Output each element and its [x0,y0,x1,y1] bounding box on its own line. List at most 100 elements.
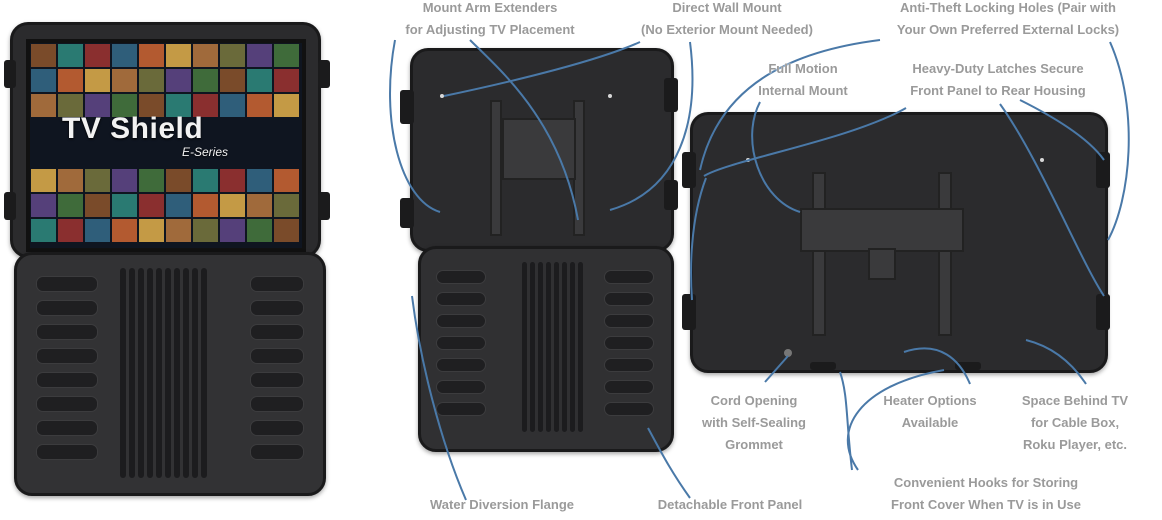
screen-photo-tile [139,69,164,92]
screen-photo-tile [220,194,245,217]
rear-cover-slot [36,300,98,316]
front-panel-slot [604,314,654,328]
rear-cover-slot [250,324,304,340]
front-panel-rib [522,262,527,432]
screen-photo-tile [112,169,137,192]
screen-photo-tile [193,194,218,217]
screen-photo-tile [112,44,137,67]
screen-photo-tile [85,44,110,67]
rear-cover-rib [138,268,144,478]
screen-photo-tile [193,94,218,117]
front-panel-rib [578,262,583,432]
interior-locking-hole-right [1040,158,1044,162]
screen-photo-tile [166,194,191,217]
screen-photo-tile [220,169,245,192]
screen-photo-tile [220,44,245,67]
screen-photo-tile [31,44,56,67]
front-panel-slot [604,380,654,394]
rear-cover-rib [183,268,189,478]
left-latch-bottom [4,192,16,220]
screen-photo-tile [193,44,218,67]
front-panel-rib [530,262,535,432]
front-panel-slot [436,336,486,350]
screen-photo-tile [139,169,164,192]
rear-cover-slot [36,348,98,364]
storage-hook-right [955,362,981,370]
screen-photo-tile [58,194,83,217]
rear-cover-slot [36,372,98,388]
screen-photo-tile [58,69,83,92]
screen-photo-tile [193,169,218,192]
label-full-motion-mount: Full Motion Internal Mount [758,61,848,98]
front-panel-slot [604,336,654,350]
screen-photo-tile [274,44,299,67]
tv-screen [26,39,306,252]
front-panel-rib [562,262,567,432]
rear-cover-rib [192,268,198,478]
rear-cover-slot [36,396,98,412]
rear-cover-rib [129,268,135,478]
screen-photo-tile [166,94,191,117]
screen-photo-tile [274,94,299,117]
label-anti-theft-locking-holes: Anti-Theft Locking Holes (Pair with Your… [896,0,1120,37]
cord-grommet [784,349,792,357]
rear-cover-rib [174,268,180,478]
front-panel-slot [604,292,654,306]
screen-photo-tile [193,219,218,242]
screen-photo-tile [85,219,110,242]
label-space-behind-tv: Space Behind TV for Cable Box, Roku Play… [1021,393,1129,452]
rear-cover-slot [250,348,304,364]
screen-photo-tile [31,169,56,192]
interior-housing [690,112,1108,373]
front-panel-slot [604,402,654,416]
screen-photo-tile [166,169,191,192]
rear-cover-slot [36,420,98,436]
screen-photo-tile [139,194,164,217]
label-convenient-hooks: Convenient Hooks for Storing Front Cover… [891,475,1081,512]
front-panel-slot [436,314,486,328]
rear-cover-slot [250,396,304,412]
screen-photo-tile [58,44,83,67]
screen-photo-tile [166,219,191,242]
label-mount-arm-extenders: Mount Arm Extenders for Adjusting TV Pla… [405,0,575,37]
screen-photo-tile [112,94,137,117]
rear-cover-slot [250,276,304,292]
screen-photo-tile [274,194,299,217]
screen-photo-tile [112,219,137,242]
screen-photo-tile [220,69,245,92]
front-panel-slot [436,358,486,372]
right-latch-top [318,60,330,88]
mid-latch-4 [664,180,678,210]
screen-photo-tile [166,44,191,67]
screen-photo-tile [112,194,137,217]
rear-cover-slot [250,372,304,388]
label-heavy-duty-latches: Heavy-Duty Latches Secure Front Panel to… [910,61,1086,98]
front-panel-rib [546,262,551,432]
screen-photo-tile [139,94,164,117]
screen-photo-tile [58,169,83,192]
screen-photo-tile [247,44,272,67]
label-detachable-front-panel: Detachable Front Panel [657,497,803,512]
screen-photo-tile [247,219,272,242]
screen-photo-tile [247,69,272,92]
mid-locking-hole-right [608,94,612,98]
screen-photo-tile [274,169,299,192]
screen-photo-tile [31,194,56,217]
right-latch-c [1096,152,1110,188]
screen-photo-tile [247,94,272,117]
rear-cover-slot [250,420,304,436]
brand-logo-text: TV Shield [62,112,204,145]
label-direct-wall-mount: Direct Wall Mount (No Exterior Mount Nee… [641,0,813,37]
screen-photo-tile [274,219,299,242]
screen-photo-tile [85,169,110,192]
screen-photo-tile [112,69,137,92]
front-panel-rib [570,262,575,432]
front-panel-slot [604,270,654,284]
full-motion-mount-arm [868,248,896,280]
left-latch-top [4,60,16,88]
right-latch-a [682,152,696,188]
rear-cover-rib [120,268,126,478]
screen-photo-tile [247,194,272,217]
screen-photo-tile [31,69,56,92]
